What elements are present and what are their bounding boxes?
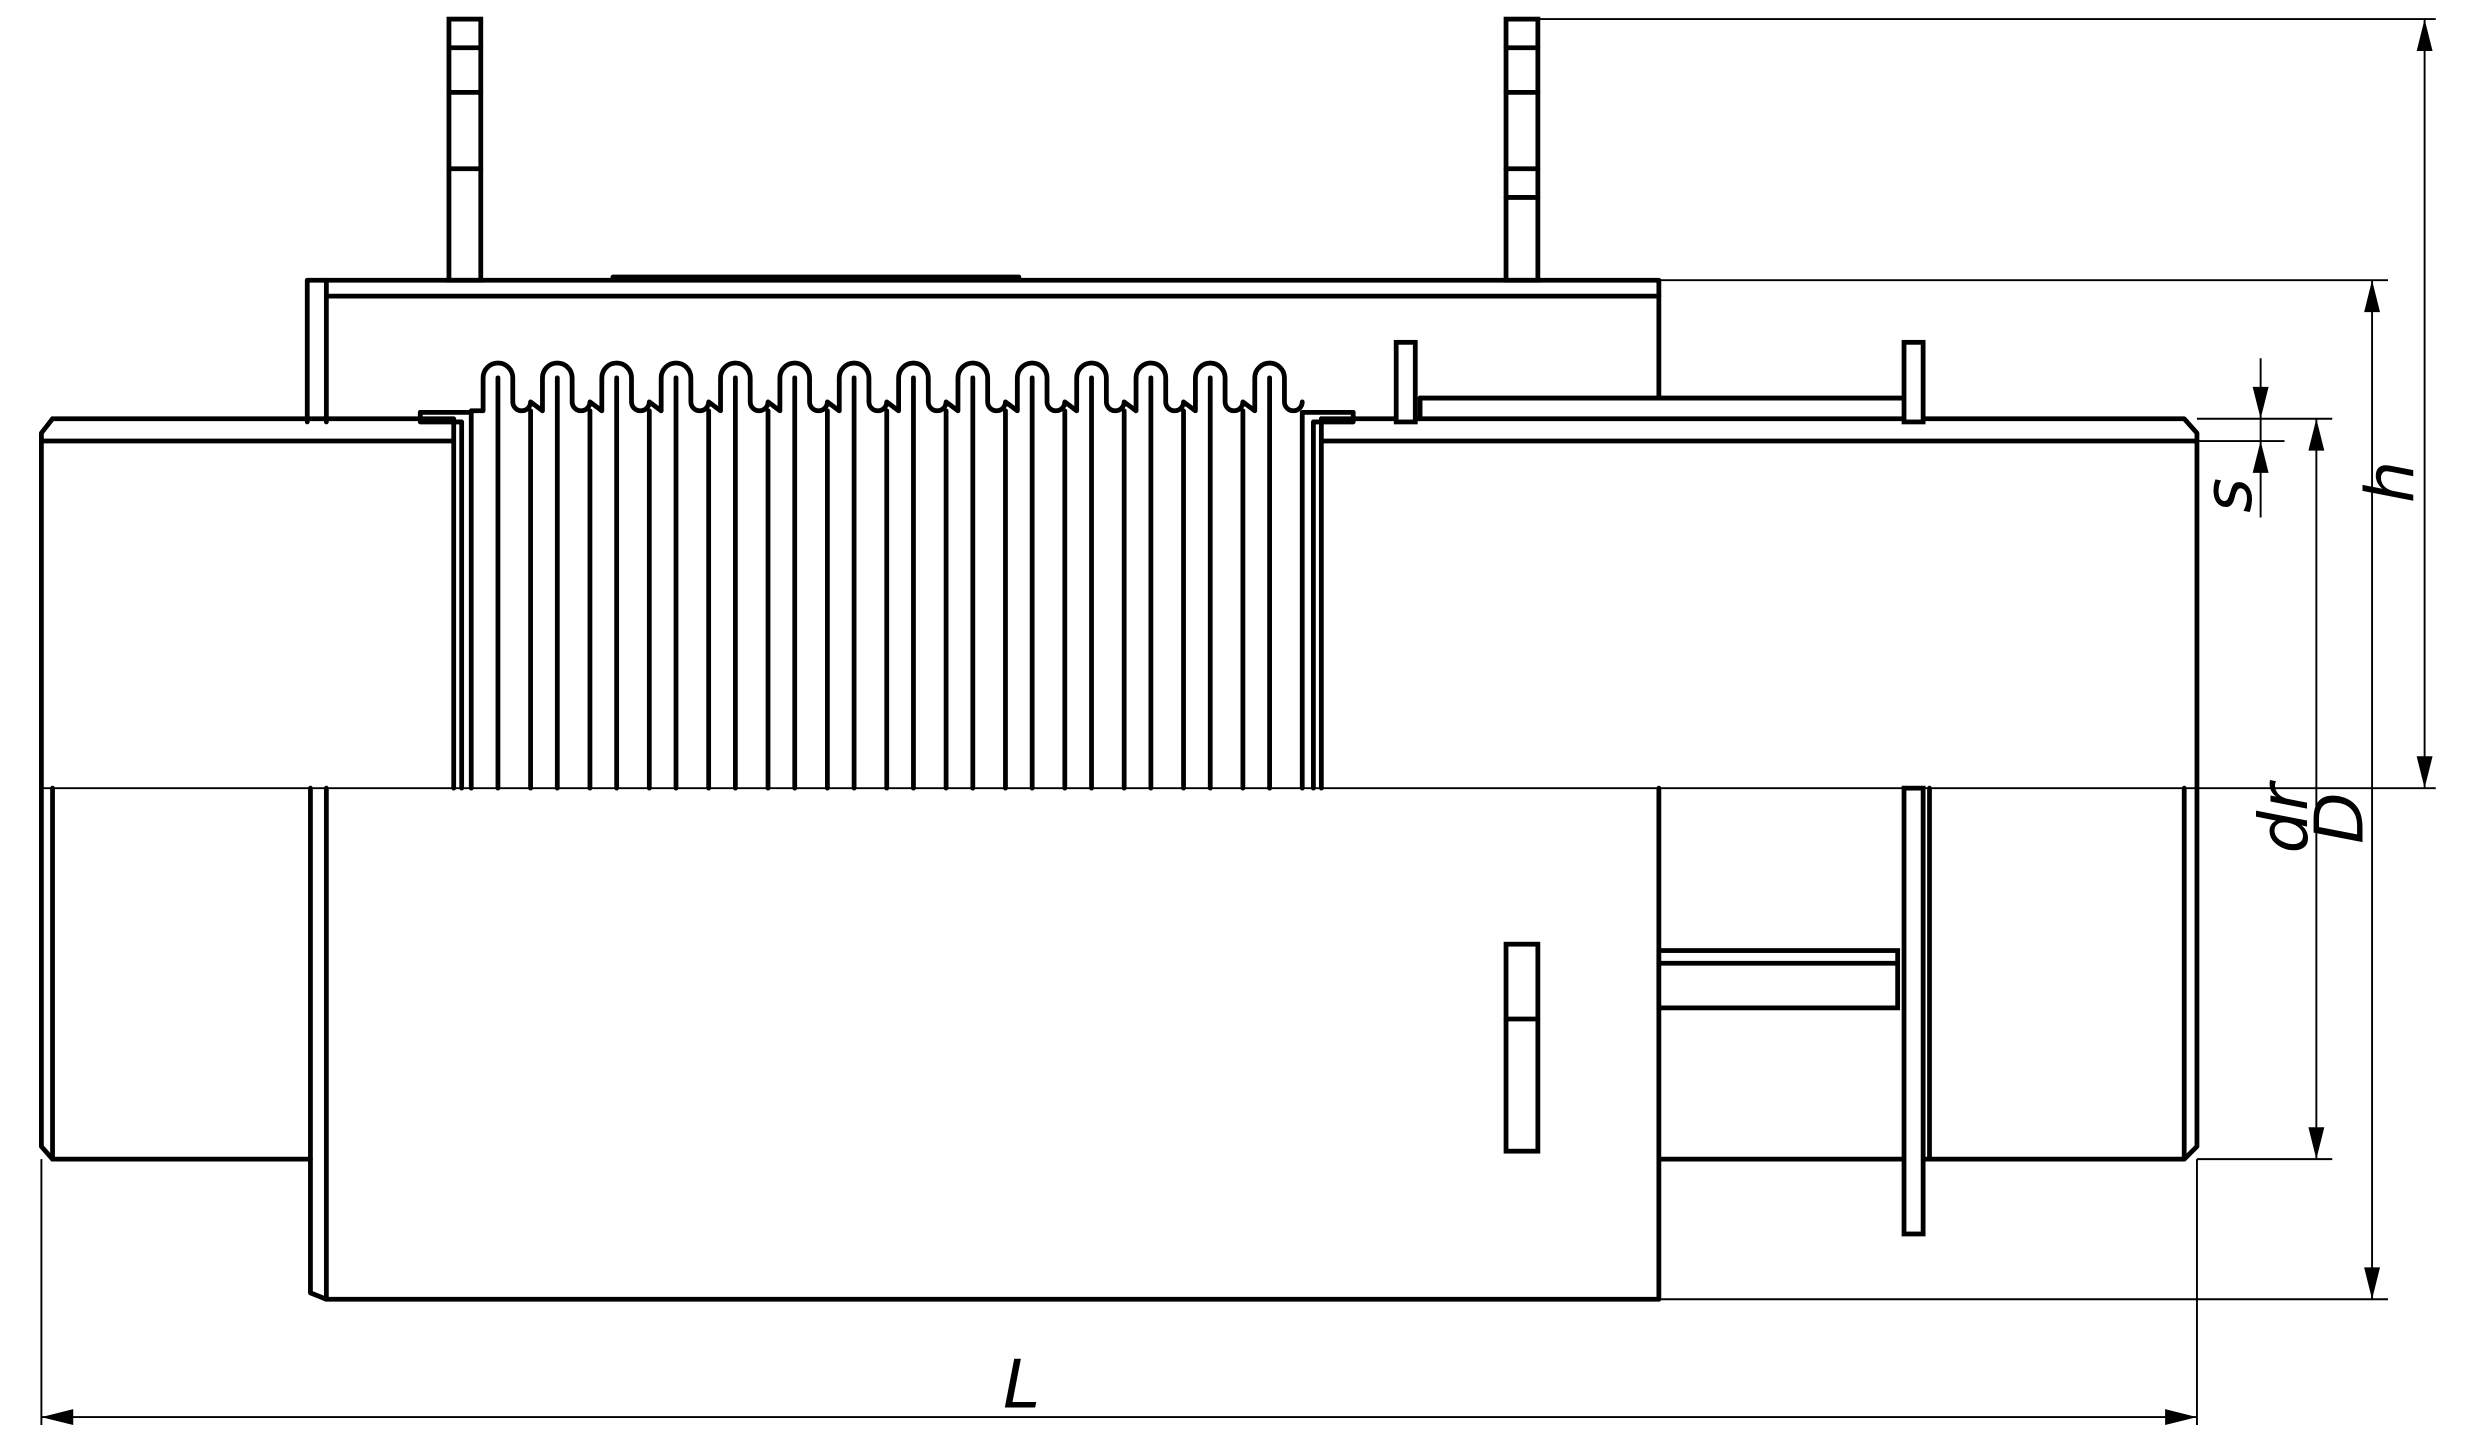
- pipe-left-top: [39, 416, 457, 791]
- pipe-left-bottom: [39, 785, 313, 1162]
- dimension-label-height: h: [2351, 461, 2429, 503]
- outer-casing-bottom: [308, 785, 1662, 1302]
- outer-casing-top: [304, 274, 1662, 425]
- dimension-label-inner-diameter: dr: [2245, 780, 2323, 853]
- guide-rod: [1656, 948, 1901, 1011]
- dimension-label-wall: s: [2189, 478, 2267, 513]
- bellows: [417, 360, 1356, 791]
- dimension-label-outer-diameter: D: [2301, 792, 2379, 843]
- pipe-right-top: [1318, 339, 2200, 791]
- mounting-bracket-left: [446, 16, 484, 283]
- dimension-lines: [40, 18, 2436, 1426]
- mounting-bracket-front: [1503, 941, 1541, 1154]
- flange-plate: [1901, 785, 1932, 1237]
- dimension-label-length: L: [1003, 1346, 1040, 1424]
- mounting-bracket-right: [1503, 16, 1541, 283]
